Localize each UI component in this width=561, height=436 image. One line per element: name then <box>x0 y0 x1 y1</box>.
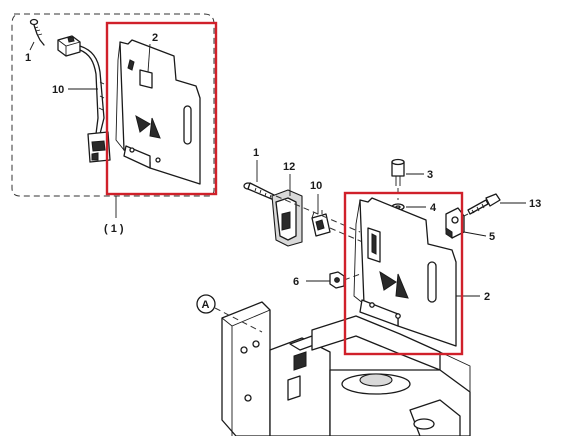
main-bracket <box>353 197 457 347</box>
leader-detail-2 <box>147 43 151 73</box>
leader-main-5 <box>463 231 487 237</box>
callout-main-3: 3 <box>427 169 433 181</box>
mounting-frame <box>221 301 471 436</box>
alignment-line-2 <box>329 227 373 247</box>
detail-switch <box>57 35 81 57</box>
detail-screw <box>29 18 45 46</box>
callout-detail-10: 10 <box>52 84 64 96</box>
nut-6 <box>329 271 345 289</box>
callout-assembly: ( 1 ) <box>104 223 124 235</box>
callout-main-1: 1 <box>253 147 259 159</box>
view-marker-line <box>214 307 263 333</box>
clip-5 <box>445 207 465 239</box>
bolt-13 <box>467 193 501 215</box>
bolt-1 <box>243 182 277 201</box>
callout-main-5: 5 <box>489 231 495 243</box>
leader-detail-1 <box>29 41 35 51</box>
highlight-box-main-bracket <box>343 191 464 356</box>
highlight-box-detail-bracket <box>105 21 218 196</box>
callout-detail-2: 2 <box>152 32 158 44</box>
switch-10 <box>311 210 331 237</box>
detail-harness <box>79 45 111 163</box>
detail-inset: 1 2 10 ( 1 ) <box>11 13 215 235</box>
alignment-line-1 <box>275 195 361 233</box>
callout-main-12: 12 <box>283 161 295 173</box>
callout-detail-1: 1 <box>25 52 31 64</box>
view-marker-label: A <box>202 299 210 311</box>
callout-main-2: 2 <box>484 291 490 303</box>
detail-bracket <box>115 39 201 185</box>
callout-main-4: 4 <box>430 202 437 214</box>
view-marker: A <box>196 294 216 314</box>
main-exploded-view: 1 12 10 6 <box>196 147 541 436</box>
callout-main-13: 13 <box>529 198 541 210</box>
callout-main-6: 6 <box>293 276 299 288</box>
bolt-3 <box>391 158 405 186</box>
detail-inset-boundary <box>11 13 215 197</box>
callout-main-10: 10 <box>310 180 322 192</box>
switch-cover-12 <box>271 189 303 247</box>
